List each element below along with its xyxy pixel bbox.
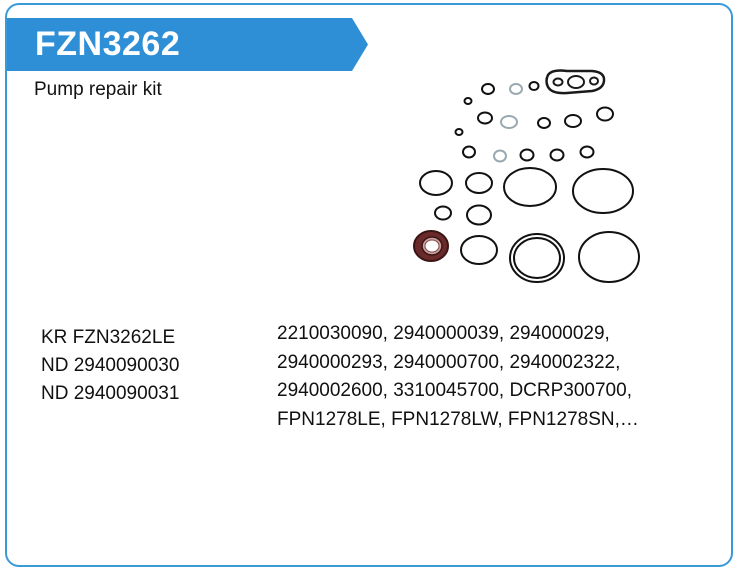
cross-reference-item: KR FZN3262LE bbox=[41, 327, 176, 348]
cross-reference-list: KR FZN3262LE ND 2940090030 ND 2940090031 bbox=[41, 324, 179, 408]
title-banner-shape bbox=[7, 18, 368, 71]
large-o-ring-icon bbox=[419, 167, 640, 283]
product-card: FZN3262 Pump repair kit bbox=[5, 3, 733, 567]
application-line: FPN1278LE, FPN1278LW, FPN1278SN,… bbox=[277, 408, 639, 430]
cross-reference-item: ND 2940090031 bbox=[41, 383, 180, 404]
product-description: Pump repair kit bbox=[34, 79, 162, 100]
title-banner: FZN3262 bbox=[7, 18, 368, 71]
o-ring-icon bbox=[454, 81, 614, 163]
application-list: 2210030090, 2940000039, 294000029, 29400… bbox=[277, 320, 717, 434]
cross-reference-item: ND 2940090030 bbox=[41, 355, 180, 376]
pump-repair-kit-image bbox=[402, 63, 652, 298]
seal-kit-drawing bbox=[413, 69, 640, 283]
application-line: 2940002600, 3310045700, DCRP300700, bbox=[277, 380, 632, 401]
gasket-icon bbox=[545, 69, 606, 95]
application-line: 2210030090, 2940000039, 294000029, bbox=[277, 323, 610, 344]
oil-seal-icon bbox=[413, 230, 449, 262]
application-line: 2940000293, 2940000700, 2940002322, bbox=[277, 351, 621, 373]
product-code: FZN3262 bbox=[35, 25, 181, 63]
